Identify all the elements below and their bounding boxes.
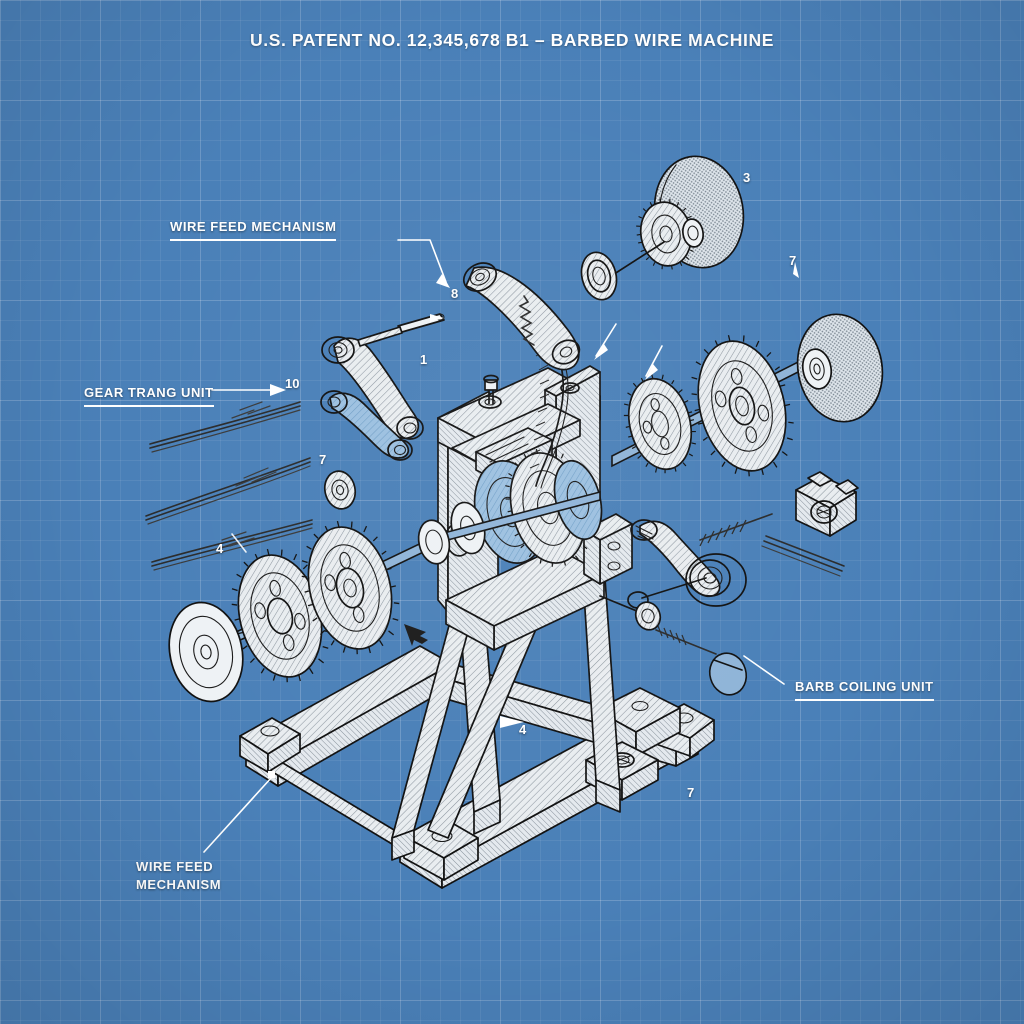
ref-number-3: 3 [743, 170, 751, 185]
leader-lines [203, 239, 785, 853]
crank-arm-upper [462, 262, 581, 371]
clamp-bracket [761, 471, 859, 577]
callout-wire-feed-bottom-line1: WIRE FEED [136, 859, 214, 874]
callout-wire-feed-top: WIRE FEED MECHANISM [170, 218, 337, 241]
ref-number-7c: 7 [687, 785, 695, 800]
callout-gear-train: GEAR TRANG UNIT [84, 384, 214, 407]
leader-wire-feed-bottom [203, 776, 273, 853]
ref-number-4a: 4 [216, 541, 224, 556]
gear-train-left [168, 470, 451, 703]
ref-number-8: 8 [451, 286, 459, 301]
connecting-rod-right [627, 513, 773, 696]
twisted-wire-strands [145, 401, 313, 571]
gear-train-right [611, 313, 884, 477]
ref-number-1: 1 [420, 352, 428, 367]
hex-bolt [599, 595, 662, 631]
page-title: U.S. PATENT NO. 12,345,678 B1 – BARBED W… [250, 30, 774, 50]
crank-linkage-left [320, 313, 445, 461]
callout-wire-feed-bottom-line2: MECHANISM [136, 876, 222, 892]
ref-number-7a: 7 [789, 253, 797, 268]
assembly-arrows [404, 262, 799, 728]
ref-number-4b: 4 [519, 722, 527, 737]
callout-barb-coiling: BARB COILING UNIT [795, 678, 934, 701]
leader-wire-feed-top [397, 239, 447, 283]
leader-barb-coiling [743, 655, 785, 685]
ref-number-7b: 7 [319, 452, 327, 467]
ref-number-10: 10 [285, 376, 300, 391]
callout-wire-feed-bottom: WIRE FEED MECHANISM [136, 858, 221, 893]
disc-assembly-top-right [580, 155, 745, 301]
internal-gear-stack [439, 448, 603, 567]
